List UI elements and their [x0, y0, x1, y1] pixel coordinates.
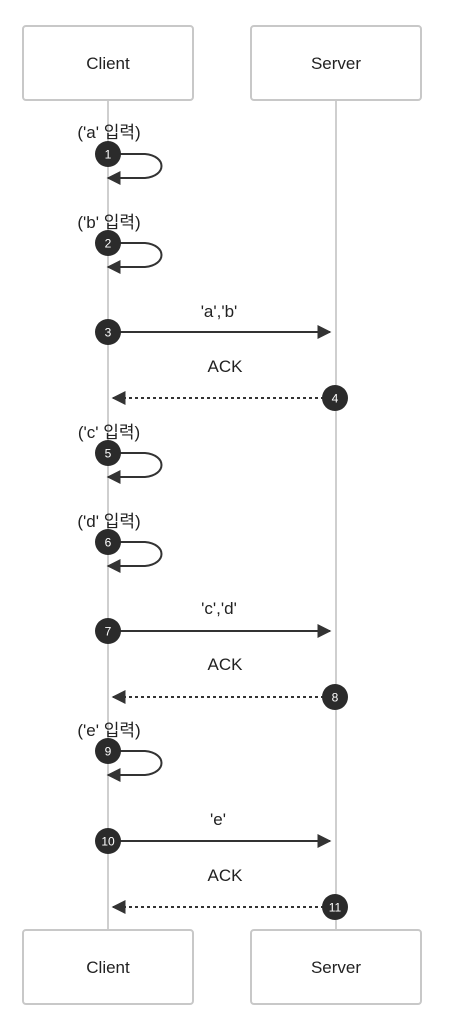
step-10-number: 10: [101, 835, 115, 849]
message-5-label: ('c' 입력): [78, 423, 140, 442]
message-3: 'a','b' 3: [95, 302, 332, 345]
step-2-badge: [95, 230, 121, 256]
message-2-label: ('b' 입력): [77, 213, 140, 232]
client-actor-top-label: Client: [86, 54, 130, 73]
step-8-number: 8: [332, 691, 339, 705]
step-7-badge: [95, 618, 121, 644]
client-actor-top: Client: [22, 25, 194, 101]
step-1-badge: [95, 141, 121, 167]
message-4: ACK 4: [111, 357, 348, 411]
message-11: ACK 11: [111, 866, 348, 920]
step-5-number: 5: [105, 447, 112, 461]
step-11-number: 11: [329, 901, 342, 915]
message-4-label: ACK: [208, 357, 244, 376]
step-7-number: 7: [105, 625, 112, 639]
step-4-number: 4: [332, 392, 339, 406]
client-actor-bottom: Client: [22, 929, 194, 1005]
step-9-badge: [95, 738, 121, 764]
step-3-badge: [95, 319, 121, 345]
step-2-number: 2: [105, 237, 112, 251]
server-actor-top: Server: [250, 25, 422, 101]
server-actor-bottom-label: Server: [311, 958, 361, 977]
message-6-label: ('d' 입력): [77, 512, 140, 531]
message-2: ('b' 입력) 2: [77, 213, 163, 274]
server-actor-bottom: Server: [250, 929, 422, 1005]
server-actor-top-label: Server: [311, 54, 361, 73]
step-5-badge: [95, 440, 121, 466]
message-6: ('d' 입력) 6: [77, 512, 163, 573]
client-actor-bottom-label: Client: [86, 958, 130, 977]
step-9-number: 9: [105, 745, 112, 759]
message-7: 'c','d' 7: [95, 599, 332, 644]
message-8: ACK 8: [111, 655, 348, 710]
step-6-number: 6: [105, 536, 112, 550]
message-11-label: ACK: [208, 866, 244, 885]
step-11-badge: [322, 894, 348, 920]
message-3-label: 'a','b': [201, 302, 238, 321]
step-4-badge: [322, 385, 348, 411]
message-1: ('a' 입력) 1: [77, 123, 163, 185]
message-10-label: 'e': [210, 810, 226, 829]
message-9-label: ('e' 입력): [77, 721, 140, 740]
step-1-number: 1: [105, 148, 112, 162]
message-1-label: ('a' 입력): [77, 123, 140, 142]
message-9: ('e' 입력) 9: [77, 721, 163, 782]
step-8-badge: [322, 684, 348, 710]
message-10: 'e' 10: [95, 810, 332, 854]
step-3-number: 3: [105, 326, 112, 340]
message-7-label: 'c','d': [201, 599, 237, 618]
step-10-badge: [95, 828, 121, 854]
message-8-label: ACK: [208, 655, 244, 674]
message-5: ('c' 입력) 5: [78, 423, 163, 484]
step-6-badge: [95, 529, 121, 555]
